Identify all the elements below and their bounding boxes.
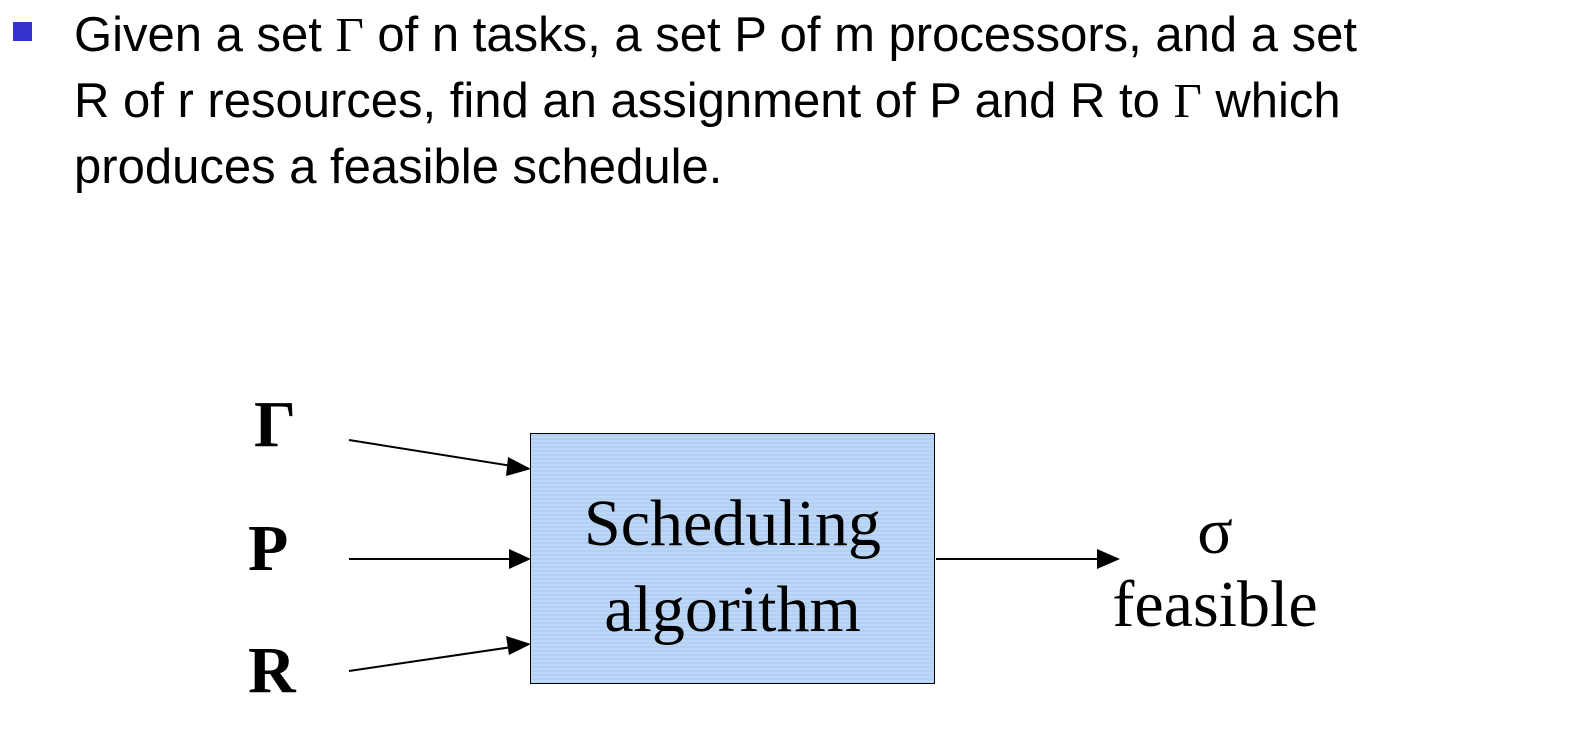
algorithm-box-line-1: Scheduling [584,487,881,560]
scheduling-algorithm-label: Scheduling algorithm [531,481,934,653]
problem-statement: Given a set Γ of n tasks, a set P of m p… [74,2,1564,200]
gamma-symbol: Γ [1173,73,1202,128]
output-arrowhead [1097,549,1120,569]
resources-arrowhead [506,636,531,655]
square-bullet-icon [13,22,32,41]
gamma-symbol: Γ [335,7,364,62]
tasks-arrowhead [506,457,531,476]
algorithm-box-line-2: algorithm [604,573,861,646]
tasks-input-arrow [348,439,513,467]
schedule-output-symbol: σ [1197,495,1233,568]
resources-input-label: R [248,634,296,707]
problem-statement-line-1: Given a set Γ of n tasks, a set P of m p… [74,7,1357,62]
tasks-input-label: Γ [254,388,296,461]
resources-input-arrow [348,646,513,672]
scheduling-algorithm-box: Scheduling algorithm [530,433,935,684]
processors-input-label: P [248,512,289,585]
problem-statement-line-3: produces a feasible schedule. [74,140,723,194]
schedule-output-label: feasible [1112,568,1318,641]
processors-arrowhead [509,549,531,569]
problem-statement-line-2: R of r resources, find an assignment of … [74,73,1341,128]
